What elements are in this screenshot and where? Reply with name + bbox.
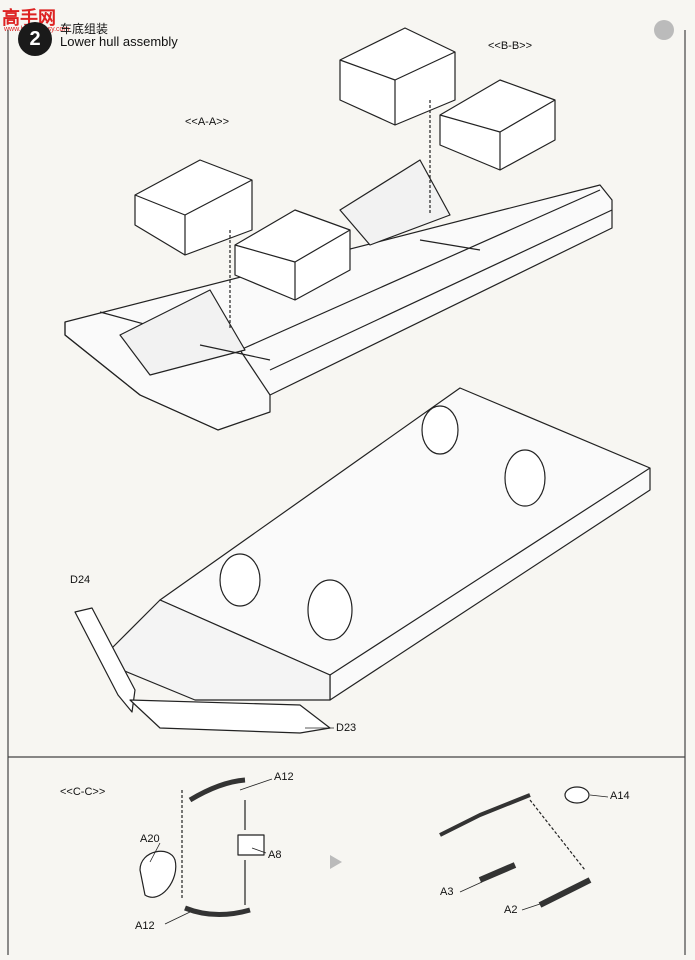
detail-cc-left — [139, 777, 265, 918]
part-label-a12-top: A12 — [274, 771, 294, 783]
box-bb-lower — [429, 79, 556, 215]
lower-hull-drawing — [109, 387, 651, 701]
part-label-a20: A20 — [140, 833, 160, 845]
part-label-a14: A14 — [610, 790, 630, 802]
step-number-badge: 2 — [18, 22, 52, 56]
step-title-english: Lower hull assembly — [60, 34, 178, 49]
part-label-d24: D24 — [70, 574, 91, 586]
part-label-a3: A3 — [440, 886, 454, 898]
leader-a2 — [521, 903, 541, 911]
leader-a20 — [149, 842, 161, 863]
step-title-chinese: 车底组装 — [60, 22, 109, 36]
part-label-a12-bottom: A12 — [135, 920, 155, 932]
box-aa-lower — [229, 209, 351, 330]
leader-a12-top — [239, 778, 273, 791]
view-label-bb: <<B-B>> — [488, 40, 533, 52]
box-bb-upper — [339, 27, 456, 126]
upper-hull-drawing — [64, 159, 613, 431]
leader-a12-bottom — [164, 911, 191, 925]
part-d23-shape — [129, 699, 331, 734]
part-label-d23: D23 — [336, 722, 357, 734]
view-label-cc: <<C-C>> — [60, 786, 106, 798]
box-aa-upper — [134, 159, 253, 256]
detail-cc-right — [439, 786, 592, 908]
page-corner-mark — [654, 20, 674, 40]
view-label-aa: <<A-A>> — [185, 116, 230, 128]
leader-a3 — [459, 881, 483, 893]
part-label-a8: A8 — [268, 849, 282, 861]
part-label-a2: A2 — [504, 904, 518, 916]
leader-a14 — [589, 794, 609, 798]
arrow-icon — [330, 855, 342, 869]
leader-a8 — [251, 847, 267, 854]
